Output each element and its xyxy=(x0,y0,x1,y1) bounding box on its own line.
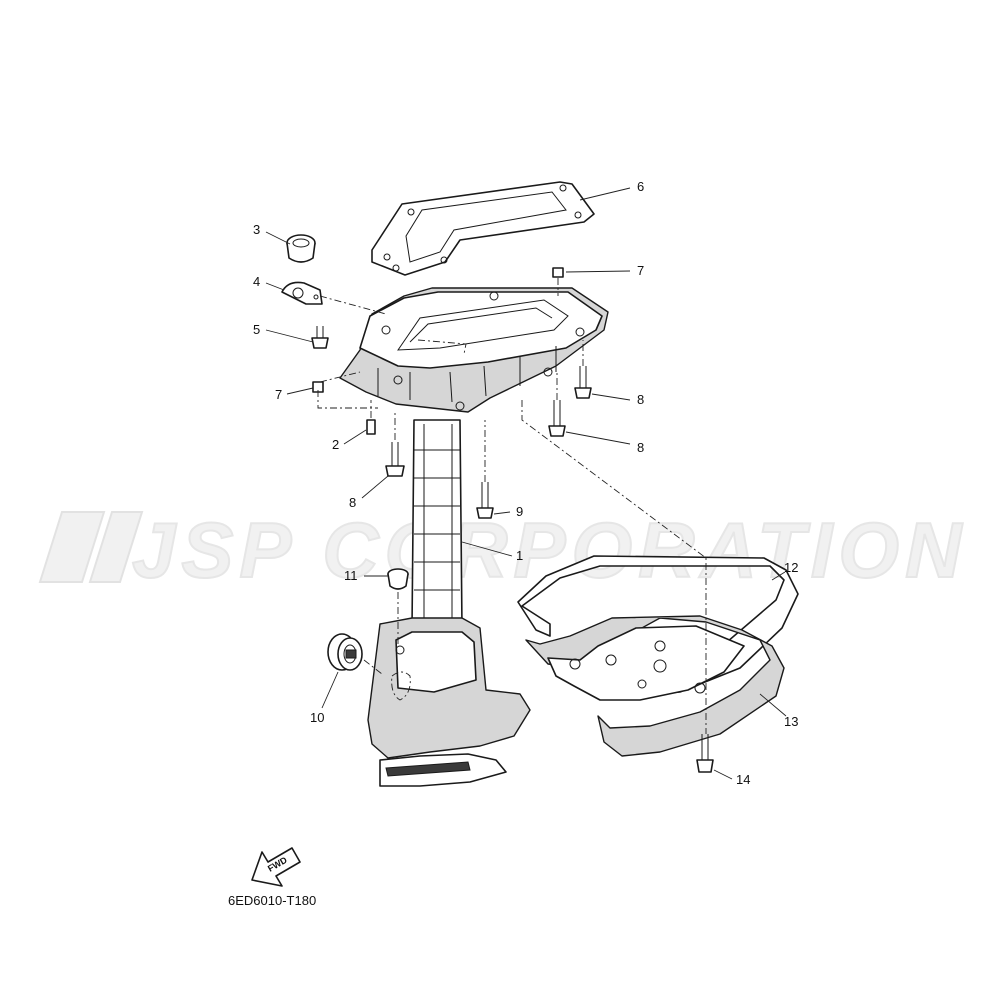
callout-7b: 7 xyxy=(275,387,282,402)
callout-8a: 8 xyxy=(637,392,644,407)
callout-5: 5 xyxy=(253,322,260,337)
callout-13: 13 xyxy=(784,714,798,729)
screw-5 xyxy=(311,326,329,349)
grommet-3 xyxy=(286,234,316,263)
callout-12: 12 xyxy=(784,560,798,575)
callout-7a: 7 xyxy=(637,263,644,278)
fwd-arrow-icon: FWD xyxy=(251,847,301,887)
callout-1: 1 xyxy=(516,548,523,563)
gasket-6 xyxy=(371,181,595,276)
callouts: 1 2 3 4 5 6 7 7 8 8 8 9 10 11 12 13 14 xyxy=(253,179,798,787)
screw-2 xyxy=(366,419,376,435)
grommet-11 xyxy=(387,568,409,590)
callout-14: 14 xyxy=(736,772,750,787)
collar-7-top xyxy=(552,267,564,278)
bolt-8-left xyxy=(385,442,405,477)
callout-2: 2 xyxy=(332,437,339,452)
watermark-text: JSP CORPORATION xyxy=(132,506,967,594)
callout-6: 6 xyxy=(637,179,644,194)
callout-9: 9 xyxy=(516,504,523,519)
drive-shaft-housing-1 xyxy=(367,419,531,787)
upper-casing-plate xyxy=(339,287,609,413)
bolt-8-right-top xyxy=(574,366,592,399)
callout-3: 3 xyxy=(253,222,260,237)
bolt-14 xyxy=(696,734,714,773)
bracket-13 xyxy=(525,615,785,757)
assembly-lines xyxy=(317,278,707,734)
grommet-10 xyxy=(327,633,363,671)
leader-lines xyxy=(265,187,787,780)
callout-4: 4 xyxy=(253,274,260,289)
bolt-8-right-bottom xyxy=(548,400,566,437)
watermark-logo-mark xyxy=(38,511,144,583)
callout-10: 10 xyxy=(310,710,324,725)
callout-8b: 8 xyxy=(637,440,644,455)
plate-4 xyxy=(281,281,323,305)
callout-8c: 8 xyxy=(349,495,356,510)
callout-11: 11 xyxy=(344,568,358,583)
figure-code: 6ED6010-T180 xyxy=(228,893,316,908)
bolt-9 xyxy=(476,482,494,519)
watermark: JSP CORPORATION xyxy=(38,505,967,595)
